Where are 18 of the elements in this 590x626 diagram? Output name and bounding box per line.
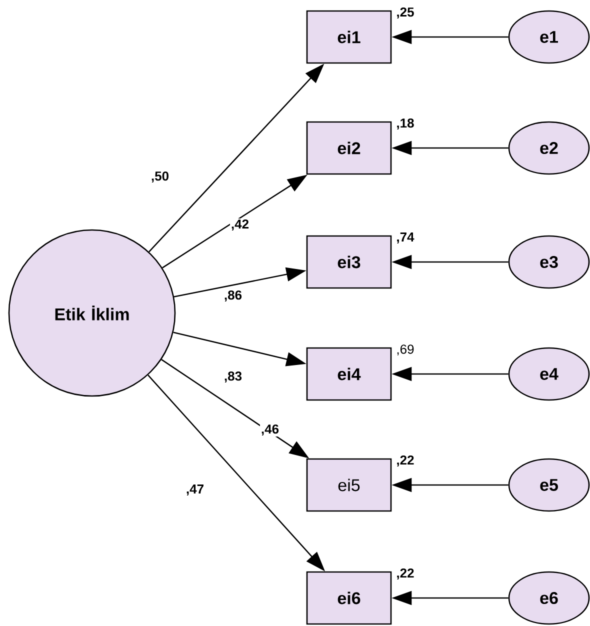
path-coefficient: ,42 <box>230 218 250 232</box>
path-coefficient: ,83 <box>222 370 244 384</box>
observed-variable-box: ei1 <box>306 10 392 64</box>
squared-multiple-correlation: ,18 <box>397 118 414 130</box>
squared-multiple-correlation: ,22 <box>397 455 414 467</box>
observed-variable-box: ei4 <box>306 347 392 401</box>
observed-variable-box: ei6 <box>306 571 392 625</box>
observed-variable-box: ei2 <box>306 121 392 175</box>
path-coefficient: ,46 <box>260 423 280 437</box>
observed-variable-box: ei3 <box>306 235 392 289</box>
squared-multiple-correlation: ,69 <box>397 344 414 356</box>
squared-multiple-correlation: ,25 <box>397 7 414 19</box>
path-coefficient: ,47 <box>184 484 206 496</box>
path-coefficient: ,50 <box>150 170 170 184</box>
squared-multiple-correlation: ,74 <box>397 232 414 244</box>
path-coefficient: ,86 <box>222 289 244 303</box>
observed-variable-box: ei5 <box>306 458 392 512</box>
squared-multiple-correlation: ,22 <box>397 568 414 580</box>
